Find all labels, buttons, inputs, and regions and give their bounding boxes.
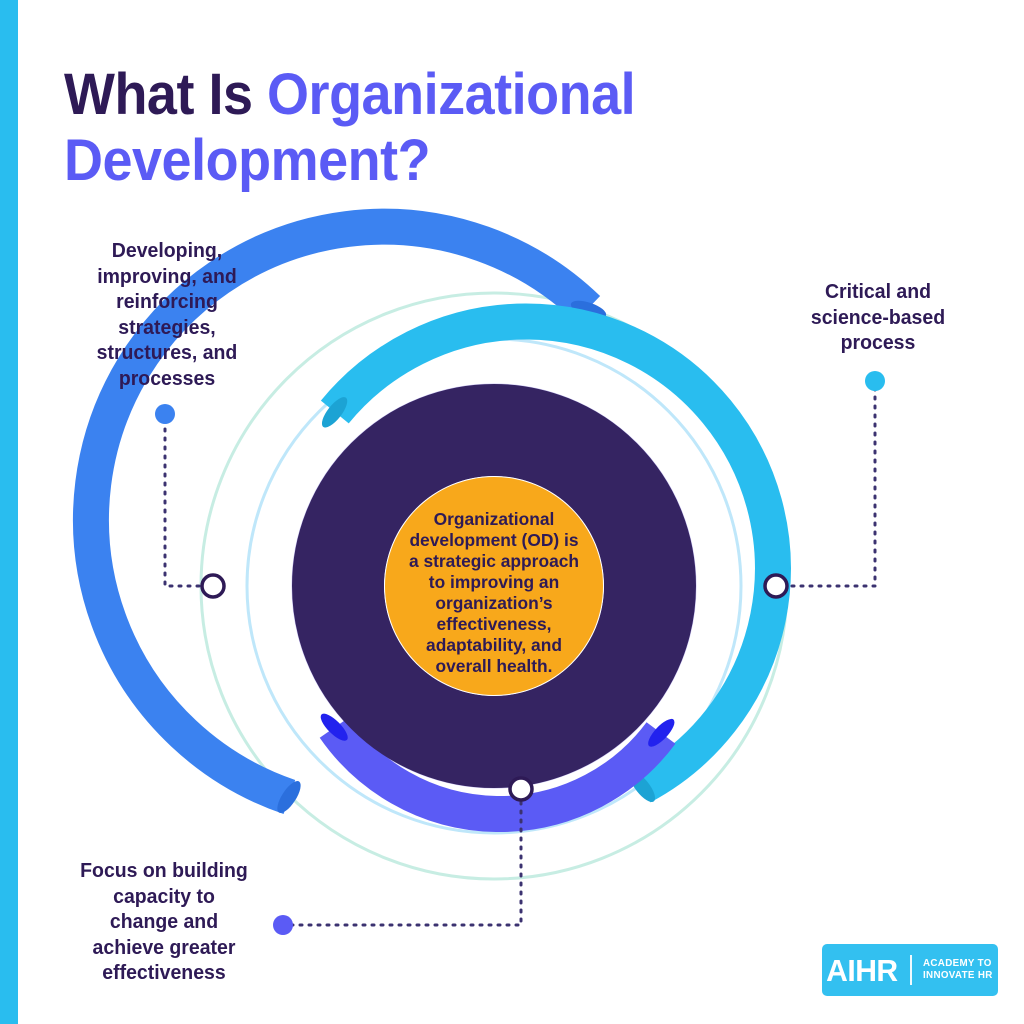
aihr-logo-inner: AIHR ACADEMY TO INNOVATE HR xyxy=(825,955,995,986)
connector-critical xyxy=(787,386,877,588)
arc-capacity-cap-start xyxy=(320,713,348,741)
callout-strategies-line-5: processes xyxy=(118,366,216,390)
callout-critical-line-0: Critical and xyxy=(824,280,932,303)
gear-icon xyxy=(292,384,696,788)
callout-dot-strategies xyxy=(155,404,175,424)
center-text-line-1: development (OD) is xyxy=(409,530,578,550)
ring-marker-critical[interactable] xyxy=(763,573,789,599)
callout-dot-critical xyxy=(865,371,885,391)
center-text-line-0: Organizational xyxy=(434,509,555,529)
arc-capacity xyxy=(319,713,676,833)
callout-label-capacity: Focus on building capacity to change and… xyxy=(56,858,273,986)
page-title: What Is Organizational Development? xyxy=(64,62,824,194)
ring-marker-capacity[interactable] xyxy=(508,776,534,802)
callout-capacity-line-3: achieve greater xyxy=(92,935,236,959)
center-disc xyxy=(385,477,603,695)
arc-strategies-cap-end xyxy=(277,781,301,813)
aihr-logo-tagline-line-2: INNOVATE HR xyxy=(922,970,993,981)
callout-dot-capacity xyxy=(273,915,293,935)
callout-label-critical: Critical and science-based process xyxy=(774,279,983,356)
callout-strategies-line-1: improving, and xyxy=(97,264,237,288)
center-text: Organizational development (OD) is a str… xyxy=(409,509,579,676)
center-text-line-3: to improving an xyxy=(429,572,559,592)
center-text-line-6: adaptability, and xyxy=(426,635,562,655)
callout-label-strategies: Developing, improving, and reinforcing s… xyxy=(67,238,267,391)
connector-strategies xyxy=(163,418,207,588)
center-text-line-5: effectiveness, xyxy=(436,614,551,634)
aihr-logo-tagline: ACADEMY TO INNOVATE HR xyxy=(923,958,996,983)
center-text-line-2: a strategic approach xyxy=(409,551,579,571)
callout-critical-line-2: process xyxy=(840,331,916,354)
callout-capacity-line-1: capacity to xyxy=(113,884,215,908)
aihr-logo-wordmark: AIHR xyxy=(825,952,898,988)
callout-strategies-line-0: Developing, xyxy=(111,239,223,262)
callout-capacity-line-0: Focus on building xyxy=(80,859,248,882)
ring-marker-strategies[interactable] xyxy=(200,573,226,599)
callout-strategies-line-3: strategies, xyxy=(118,315,216,339)
title-highlight: Organizational xyxy=(267,62,636,127)
title-plain: What Is xyxy=(64,62,268,127)
arc-critical-cap-start xyxy=(321,397,348,428)
callout-capacity-line-2: change and xyxy=(109,910,219,933)
center-text-line-4: organization’s xyxy=(435,593,552,613)
left-accent-bar xyxy=(0,0,18,1024)
aihr-logo[interactable]: AIHR ACADEMY TO INNOVATE HR xyxy=(822,944,998,996)
callout-strategies-line-4: structures, and xyxy=(96,341,238,364)
callout-critical-line-1: science-based xyxy=(810,305,946,329)
callout-capacity-line-4: effectiveness xyxy=(102,961,226,984)
aihr-logo-tagline-line-1: ACADEMY TO xyxy=(922,957,992,969)
title-line-2: Development? xyxy=(64,128,431,193)
arc-capacity-cap-end xyxy=(648,718,675,747)
title-line-1: What Is Organizational xyxy=(64,62,771,128)
callout-strategies-line-2: reinforcing xyxy=(116,290,218,313)
center-text-line-7: overall health. xyxy=(436,656,553,676)
aihr-logo-divider xyxy=(909,955,912,985)
